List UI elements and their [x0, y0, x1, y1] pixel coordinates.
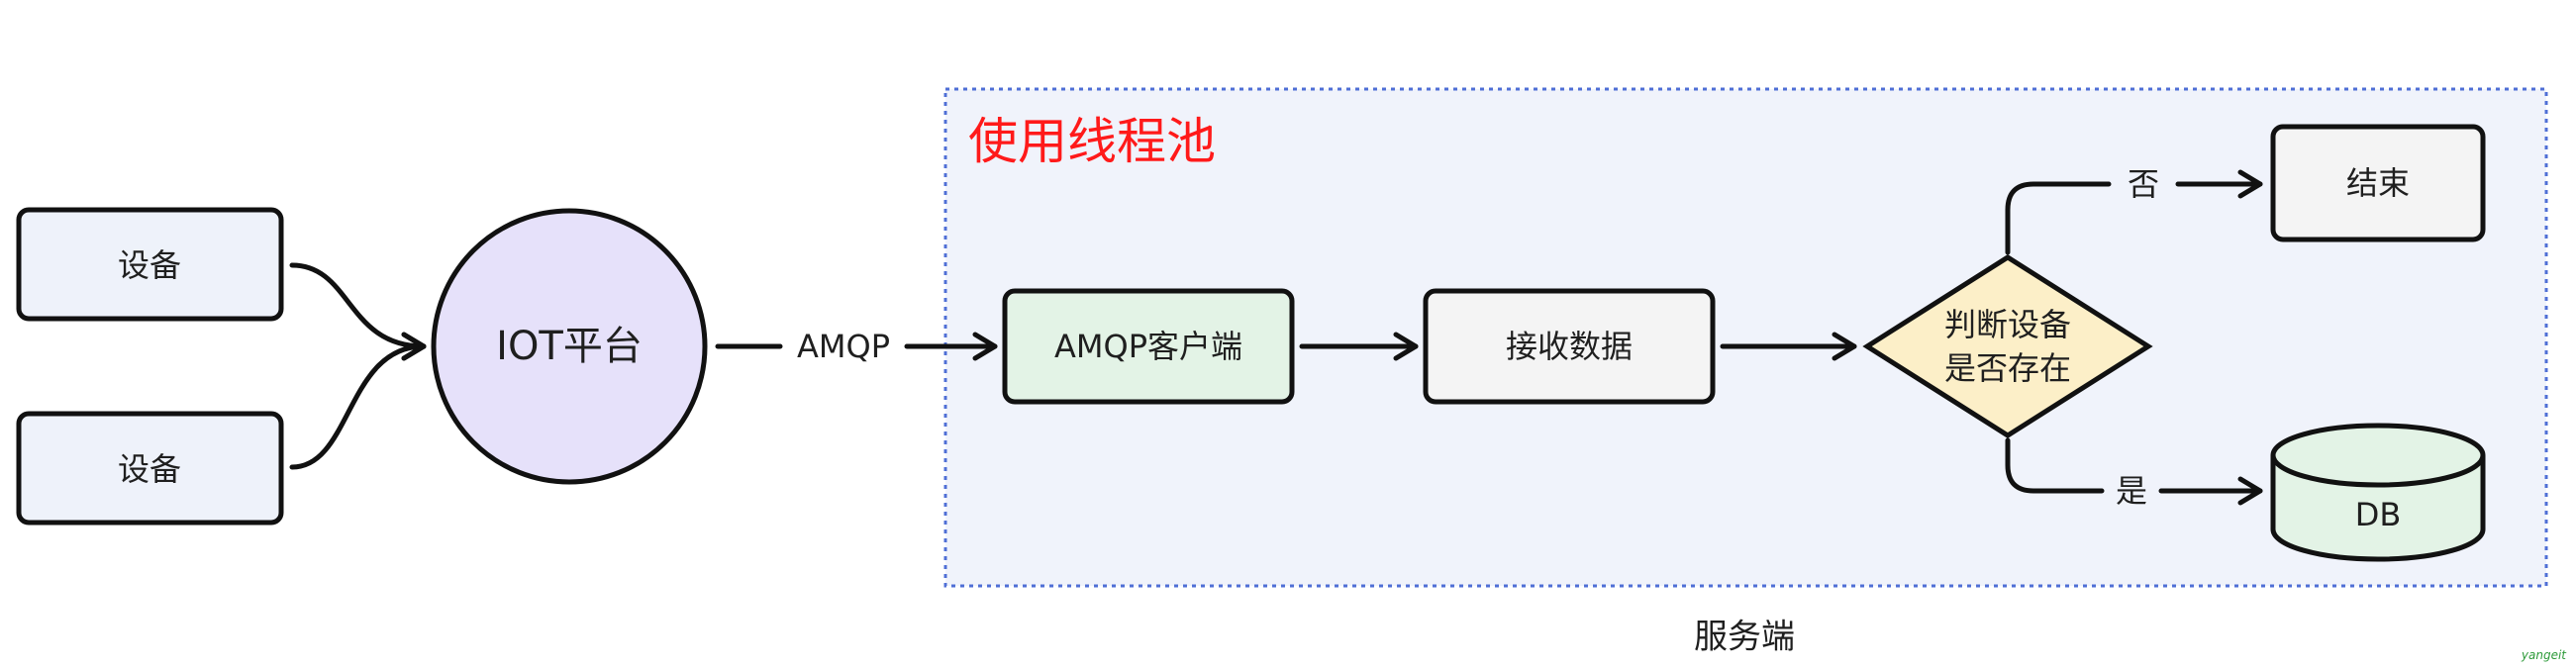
- receive-data-label: 接收数据: [1506, 328, 1633, 365]
- db-node[interactable]: DB: [2270, 423, 2486, 562]
- yes-branch-label: 是: [2116, 472, 2147, 510]
- device-label-1: 设备: [118, 246, 181, 284]
- edge-decision-yes-down: [2005, 437, 2105, 494]
- receive-data-node[interactable]: 接收数据: [1423, 288, 1716, 405]
- db-label: DB: [2355, 496, 2402, 533]
- server-caption: 服务端: [1694, 618, 1795, 657]
- amqp-edge-label: AMQP: [797, 328, 890, 365]
- decision-label-line1: 判断设备: [1944, 306, 2071, 343]
- iot-platform-node[interactable]: IOT平台: [431, 208, 708, 485]
- decision-node[interactable]: 判断设备 是否存在: [1862, 254, 2153, 438]
- watermark: yangeit: [2521, 648, 2567, 662]
- end-label: 结束: [2346, 164, 2410, 202]
- platform-label: IOT平台: [496, 324, 643, 369]
- device-node-1[interactable]: 设备: [16, 207, 284, 322]
- edge-device1-platform: [289, 262, 427, 361]
- amqp-client-label: AMQP客户端: [1054, 328, 1242, 365]
- no-branch-label: 否: [2128, 165, 2159, 203]
- end-node[interactable]: 结束: [2270, 124, 2486, 242]
- device-label-2: 设备: [118, 450, 181, 488]
- amqp-client-node[interactable]: AMQP客户端: [1002, 288, 1295, 405]
- decision-label-line2: 是否存在: [1944, 349, 2071, 387]
- edge-device2-platform: [289, 332, 427, 470]
- device-node-2[interactable]: 设备: [16, 411, 284, 526]
- edge-decision-no-up: [2005, 181, 2112, 255]
- group-title: 使用线程池: [968, 113, 1216, 170]
